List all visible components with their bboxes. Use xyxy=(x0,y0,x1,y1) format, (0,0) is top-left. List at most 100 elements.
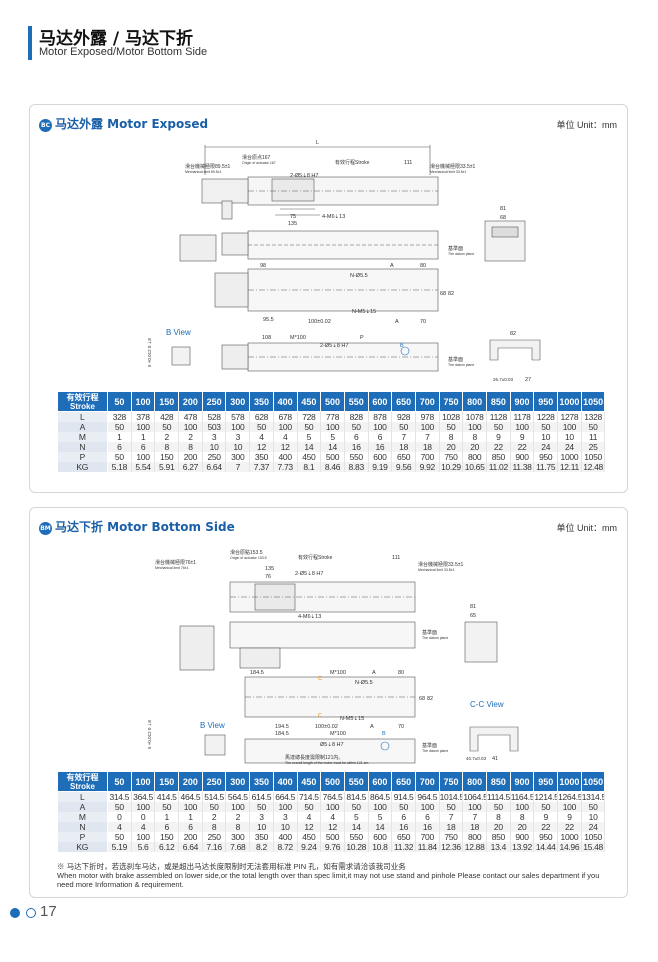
table-cell: 12 xyxy=(249,442,274,452)
section-badge-icon: BM xyxy=(39,522,52,535)
table-cell: 500 xyxy=(320,452,345,462)
table-cell: 478 xyxy=(178,411,203,422)
table-cell: 14.96 xyxy=(557,842,582,852)
stroke-col-header: 250 xyxy=(201,771,227,792)
table-cell: 50 xyxy=(439,422,464,432)
stroke-col-header: 150 xyxy=(154,771,180,792)
stroke-col-header: 500 xyxy=(320,771,345,792)
stroke-col-header: 600 xyxy=(367,771,393,792)
dim-40-7: 40.7±0.03 xyxy=(466,756,486,761)
dim-75: 75 xyxy=(290,214,296,220)
table-cell: 800 xyxy=(462,832,487,842)
table-cell: 6 xyxy=(391,812,416,822)
stroke-col-header: 650 xyxy=(391,391,416,412)
table-cell: 328 xyxy=(107,411,132,422)
mech-limit-left: 滑台機械極限76±1 xyxy=(155,559,196,566)
table-cell: 6 xyxy=(107,442,132,452)
table-cell: 1028 xyxy=(439,411,464,422)
table-cell: 100 xyxy=(273,802,298,812)
table-cell: 24 xyxy=(581,822,606,832)
dim-82: 82 xyxy=(448,291,454,297)
datum-label: 基準面 xyxy=(422,629,437,636)
table-cell: 22 xyxy=(510,442,535,452)
table-cell: 100 xyxy=(131,452,156,462)
table-cell: 5.19 xyxy=(107,842,132,852)
section-title-text: 马达下折 Motor Bottom Side xyxy=(55,520,235,534)
table-cell: 364.5 xyxy=(131,791,156,802)
stroke-col-header: 300 xyxy=(225,391,251,412)
dim-100: 100±0.02 xyxy=(315,724,338,730)
stroke-col-header: 600 xyxy=(367,391,393,412)
table-cell: 100 xyxy=(510,802,535,812)
stroke-label: 有效行程Stroke xyxy=(335,159,370,166)
table-cell: 10 xyxy=(225,442,251,452)
table-cell: 9.24 xyxy=(297,842,322,852)
unit-label: 单位 Unit：mm xyxy=(556,120,618,130)
table-cell: 50 xyxy=(344,422,369,432)
table-cell: 8.72 xyxy=(273,842,298,852)
row-label: L xyxy=(57,791,108,802)
mech-limit-right-en: Mechanical limit 33.5±1 xyxy=(418,568,455,572)
row-label: A xyxy=(57,802,108,812)
table-cell: 1000 xyxy=(557,452,582,462)
origin-label-en: Origin of actuator 153.5 xyxy=(230,556,267,560)
table-cell: 50 xyxy=(154,422,180,432)
table-cell: 1 xyxy=(154,812,180,822)
table-cell: 3 xyxy=(249,812,274,822)
table-cell: 950 xyxy=(533,832,559,842)
table-cell: 50 xyxy=(107,832,132,842)
table-cell: 22 xyxy=(533,822,559,832)
table-cell: 150 xyxy=(154,452,180,462)
stroke-col-header: 50 xyxy=(107,771,132,792)
table-cell: 18 xyxy=(415,442,440,452)
datum-label-2: 基準面 xyxy=(422,742,437,749)
dim-81: 81 xyxy=(470,604,476,610)
table-cell: 100 xyxy=(557,802,582,812)
table-cell: 1328 xyxy=(581,411,606,422)
table-cell: 1178 xyxy=(510,411,535,422)
table-cell: 7.73 xyxy=(273,462,298,472)
table-cell: 50 xyxy=(439,802,464,812)
dim-184-5b: 184.5 xyxy=(275,731,289,737)
table-cell: 7.37 xyxy=(249,462,274,472)
row-label: L xyxy=(57,411,108,422)
table-cell: 1014.5 xyxy=(439,791,464,802)
table-cell: 50 xyxy=(391,422,416,432)
table-cell: 250 xyxy=(202,832,227,842)
table-cell: 7 xyxy=(462,812,487,822)
bottom-view xyxy=(214,268,439,312)
table-cell: 1064.5 xyxy=(462,791,487,802)
table-cell: 1000 xyxy=(557,832,582,842)
section-title-text: 马达外露 Motor Exposed xyxy=(55,117,209,131)
page-subtitle: Motor Exposed/Motor Bottom Side xyxy=(39,46,208,58)
table-cell: 1164.5 xyxy=(510,791,535,802)
table-cell: 50 xyxy=(391,802,416,812)
table-cell: 4 xyxy=(249,432,274,442)
table-cell: 12.88 xyxy=(462,842,487,852)
table-cell: 100 xyxy=(557,422,582,432)
dim-135: 135 xyxy=(288,221,297,227)
end-view xyxy=(464,621,498,663)
table-cell: 6 xyxy=(344,432,369,442)
table-cell: 20 xyxy=(439,442,464,452)
table-cell: 100 xyxy=(415,422,440,432)
dim-98: 98 xyxy=(260,263,266,269)
dim-100: 100±0.02 xyxy=(308,319,331,325)
stroke-col-header: 1000 xyxy=(557,391,582,412)
table-cell: 664.5 xyxy=(273,791,298,802)
stroke-col-header: 450 xyxy=(296,771,322,792)
stroke-col-header: 200 xyxy=(178,391,203,412)
datum-label-2-en: The datum plane xyxy=(422,749,448,753)
table-cell: 6 xyxy=(415,812,440,822)
table-cell: 50 xyxy=(581,802,606,812)
dim-41: 41 xyxy=(492,756,498,762)
table-cell: 10 xyxy=(202,442,227,452)
table-cell: 7 xyxy=(391,432,416,442)
table-cell: 1078 xyxy=(462,411,487,422)
table-cell: 10 xyxy=(273,822,298,832)
footnote-cn: ※ 马达下折时，若选刹车马达，或是超出马达长度限制时无法套用标准 PIN 孔，如… xyxy=(57,862,406,871)
stroke-col-header: 850 xyxy=(486,391,511,412)
table-cell: 528 xyxy=(202,411,227,422)
